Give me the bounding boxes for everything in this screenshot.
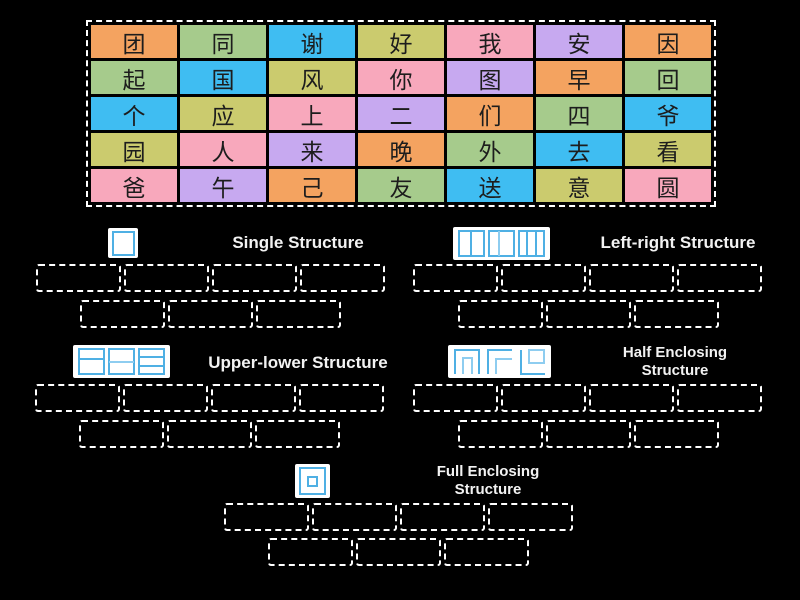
answer-slot[interactable] — [458, 300, 543, 328]
answer-slot[interactable] — [167, 420, 252, 448]
char-tile[interactable]: 回 — [625, 61, 711, 94]
single-slots-row1 — [36, 264, 385, 292]
answer-slot[interactable] — [80, 300, 165, 328]
group-label-line: Full Enclosing — [436, 463, 540, 480]
char-tile[interactable]: 我 — [447, 25, 533, 58]
answer-slot[interactable] — [589, 384, 674, 412]
answer-slot[interactable] — [444, 538, 529, 566]
answer-slot[interactable] — [458, 420, 543, 448]
answer-slot[interactable] — [501, 264, 586, 292]
answer-slot[interactable] — [300, 264, 385, 292]
answer-slot[interactable] — [413, 264, 498, 292]
char-tile[interactable]: 午 — [180, 169, 266, 202]
char-tile[interactable]: 国 — [180, 61, 266, 94]
char-tile[interactable]: 们 — [447, 97, 533, 130]
answer-slot[interactable] — [356, 538, 441, 566]
answer-slot[interactable] — [123, 384, 208, 412]
character-board: 团同谢好我安因起国风你图早回个应上二们四爷园人来晚外去看爸午己友送意圆 — [86, 20, 716, 207]
char-tile[interactable]: 谢 — [269, 25, 355, 58]
answer-slot[interactable] — [79, 420, 164, 448]
answer-slot[interactable] — [224, 503, 309, 531]
answer-slot[interactable] — [35, 384, 120, 412]
char-tile[interactable]: 友 — [358, 169, 444, 202]
full-enclosing-slots-row2 — [268, 538, 529, 566]
char-tile[interactable]: 来 — [269, 133, 355, 166]
group-label-line: Structure — [641, 361, 709, 379]
char-tile[interactable]: 同 — [180, 25, 266, 58]
answer-slot[interactable] — [488, 503, 573, 531]
answer-slot[interactable] — [211, 384, 296, 412]
answer-slot[interactable] — [413, 384, 498, 412]
char-tile[interactable]: 个 — [91, 97, 177, 130]
answer-slot[interactable] — [124, 264, 209, 292]
half-enclosing-structure-icon — [448, 345, 551, 378]
left-right-slots-row2 — [458, 300, 719, 328]
half-enclosing-slots-row1 — [413, 384, 762, 412]
answer-slot[interactable] — [299, 384, 384, 412]
char-tile[interactable]: 起 — [91, 61, 177, 94]
half-enclosing-slots-row2 — [458, 420, 719, 448]
char-tile[interactable]: 人 — [180, 133, 266, 166]
answer-slot[interactable] — [677, 264, 762, 292]
answer-slot[interactable] — [268, 538, 353, 566]
char-tile[interactable]: 四 — [536, 97, 622, 130]
group-label-full-enclosing: Full Enclosing Structure — [388, 463, 588, 498]
single-slots-row2 — [80, 300, 341, 328]
char-tile[interactable]: 图 — [447, 61, 533, 94]
char-tile[interactable]: 园 — [91, 133, 177, 166]
upper-lower-slots-row1 — [35, 384, 384, 412]
group-label-upper-lower: Upper-lower Structure — [208, 353, 388, 372]
upper-lower-structure-icon — [73, 345, 170, 378]
char-tile[interactable]: 晚 — [358, 133, 444, 166]
upper-lower-slots-row2 — [79, 420, 340, 448]
answer-slot[interactable] — [589, 264, 674, 292]
char-tile[interactable]: 送 — [447, 169, 533, 202]
answer-slot[interactable] — [677, 384, 762, 412]
answer-slot[interactable] — [546, 300, 631, 328]
answer-slot[interactable] — [546, 420, 631, 448]
answer-slot[interactable] — [168, 300, 253, 328]
answer-slot[interactable] — [312, 503, 397, 531]
group-label-line: Half Enclosing — [622, 344, 728, 361]
char-tile[interactable]: 团 — [91, 25, 177, 58]
answer-slot[interactable] — [501, 384, 586, 412]
char-tile[interactable]: 因 — [625, 25, 711, 58]
answer-slot[interactable] — [400, 503, 485, 531]
char-tile[interactable]: 意 — [536, 169, 622, 202]
group-label-left-right: Left-right Structure — [600, 233, 756, 252]
answer-slot[interactable] — [634, 300, 719, 328]
answer-slot[interactable] — [634, 420, 719, 448]
full-enclosing-structure-icon — [295, 464, 330, 498]
char-tile[interactable]: 去 — [536, 133, 622, 166]
char-tile[interactable]: 早 — [536, 61, 622, 94]
answer-slot[interactable] — [212, 264, 297, 292]
char-tile[interactable]: 看 — [625, 133, 711, 166]
answer-slot[interactable] — [255, 420, 340, 448]
char-tile[interactable]: 上 — [269, 97, 355, 130]
char-tile[interactable]: 爷 — [625, 97, 711, 130]
char-tile[interactable]: 安 — [536, 25, 622, 58]
answer-slot[interactable] — [36, 264, 121, 292]
single-structure-icon — [108, 228, 138, 258]
char-tile[interactable]: 应 — [180, 97, 266, 130]
char-tile[interactable]: 爸 — [91, 169, 177, 202]
char-tile[interactable]: 己 — [269, 169, 355, 202]
char-tile[interactable]: 好 — [358, 25, 444, 58]
group-label-line: Structure — [454, 480, 522, 498]
char-tile[interactable]: 风 — [269, 61, 355, 94]
left-right-structure-icon — [453, 227, 550, 260]
char-tile[interactable]: 你 — [358, 61, 444, 94]
full-enclosing-slots-row1 — [224, 503, 573, 531]
group-label-single: Single Structure — [232, 233, 364, 252]
group-label-half-enclosing: Half Enclosing Structure — [575, 344, 775, 379]
answer-slot[interactable] — [256, 300, 341, 328]
char-tile[interactable]: 外 — [447, 133, 533, 166]
char-tile[interactable]: 二 — [358, 97, 444, 130]
char-tile[interactable]: 圆 — [625, 169, 711, 202]
left-right-slots-row1 — [413, 264, 762, 292]
